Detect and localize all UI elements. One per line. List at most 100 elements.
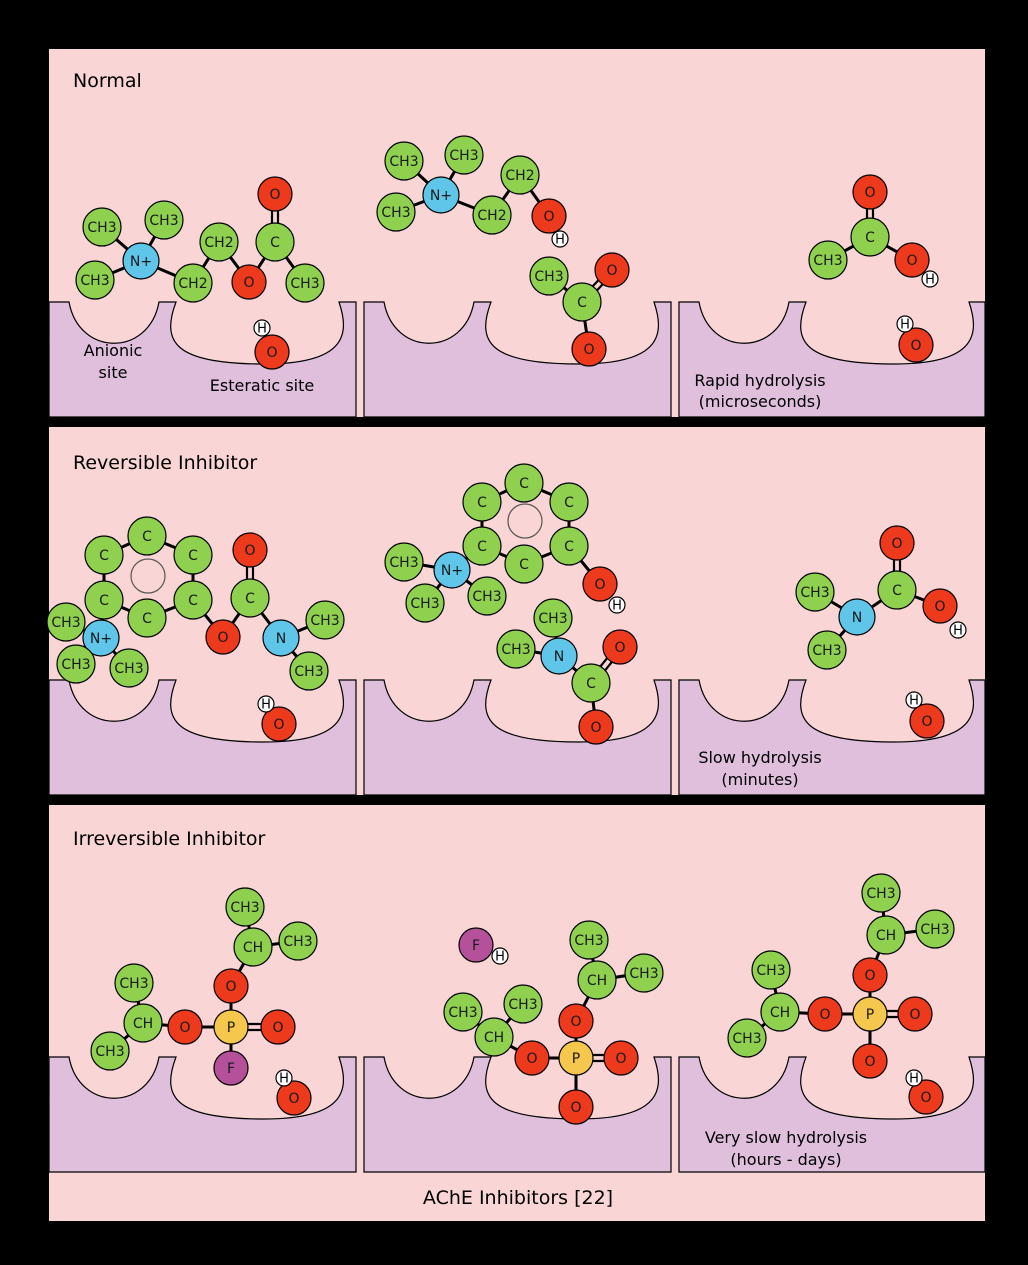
svg-text:H: H (925, 273, 935, 288)
enzyme-surface-3-1 (48, 1056, 357, 1173)
very-slow-hydrolysis-label-2: (hours - days) (730, 1150, 841, 1169)
ch-atom: CH (123, 1003, 163, 1043)
o-atom: O (852, 957, 888, 993)
o-atom: O (578, 709, 614, 745)
hydrogen-atom: H (491, 947, 509, 965)
enzyme-surface-1-3 (678, 301, 986, 418)
o-atom: O (260, 1009, 296, 1045)
svg-text:C: C (142, 611, 152, 627)
svg-text:CH: CH (770, 1005, 790, 1021)
svg-text:O: O (921, 714, 932, 730)
c-atom: C (504, 463, 544, 503)
svg-text:O: O (909, 1007, 920, 1023)
svg-text:N+: N+ (430, 188, 452, 204)
ch3-atom: CH3 (444, 135, 484, 175)
svg-text:O: O (244, 543, 255, 559)
svg-text:CH3: CH3 (283, 934, 312, 950)
enzyme-surfaces (48, 301, 986, 1173)
svg-text:CH3: CH3 (538, 611, 567, 627)
nitrogen-plus-atom: N+ (422, 176, 460, 214)
svg-text:CH3: CH3 (389, 555, 418, 571)
svg-text:F: F (227, 1061, 235, 1077)
ch3-atom: CH3 (405, 583, 445, 623)
ch2-atom: CH2 (199, 222, 239, 262)
svg-text:CH3: CH3 (800, 585, 829, 601)
svg-text:O: O (288, 1091, 299, 1107)
c-atom: C (549, 526, 589, 566)
o-atom: O (603, 1040, 639, 1076)
svg-text:O: O (266, 345, 277, 361)
svg-text:O: O (910, 338, 921, 354)
water-hydrogen: H (275, 1069, 293, 1087)
c-atom: C (562, 282, 602, 322)
svg-text:O: O (864, 185, 875, 201)
anionic-site-label-2: site (99, 363, 128, 382)
o-atom: O (531, 198, 567, 234)
o-atom: O (879, 525, 915, 561)
svg-text:CH2: CH2 (204, 235, 233, 251)
svg-text:N: N (554, 649, 564, 665)
svg-text:CH3: CH3 (310, 613, 339, 629)
svg-text:O: O (272, 1020, 283, 1036)
svg-text:CH: CH (243, 940, 263, 956)
svg-text:CH3: CH3 (920, 922, 949, 938)
panel-title-reversible: Reversible Inhibitor (73, 452, 257, 474)
svg-text:O: O (934, 599, 945, 615)
svg-text:O: O (273, 717, 284, 733)
ch3-atom: CH3 (285, 263, 325, 303)
ch3-atom: CH3 (569, 920, 609, 960)
svg-text:CH3: CH3 (119, 976, 148, 992)
ch3-atom: CH3 (808, 240, 848, 280)
svg-text:C: C (564, 495, 574, 511)
water-oxygen: O (261, 706, 297, 742)
enzyme-surface-1-2 (363, 301, 672, 418)
ch3-atom: CH3 (376, 192, 416, 232)
svg-text:N+: N+ (441, 563, 463, 579)
nitrogen-plus-atom: N+ (122, 242, 160, 280)
ch3-atom: CH3 (751, 950, 791, 990)
svg-text:O: O (225, 979, 236, 995)
svg-text:CH3: CH3 (381, 205, 410, 221)
svg-text:C: C (99, 593, 109, 609)
c-atom: C (850, 217, 890, 257)
aromatic-ring-circle (507, 503, 543, 539)
ch3-atom: CH3 (496, 629, 536, 669)
ch3-atom: CH3 (529, 256, 569, 296)
o-atom: O (602, 629, 638, 665)
svg-text:H: H (612, 599, 622, 614)
p-atom: P (213, 1009, 249, 1045)
water-hydrogen: H (905, 691, 923, 709)
water-hydrogen: H (253, 319, 271, 337)
svg-text:C: C (270, 235, 280, 251)
ch3-atom: CH3 (46, 602, 86, 642)
o-atom: O (852, 1043, 888, 1079)
svg-text:C: C (188, 548, 198, 564)
svg-text:P: P (866, 1007, 874, 1023)
svg-text:CH3: CH3 (61, 657, 90, 673)
hydrogen-atom: H (949, 621, 967, 639)
water-oxygen: O (254, 334, 290, 370)
water-oxygen: O (908, 1079, 944, 1115)
panel-title-normal: Normal (73, 70, 142, 92)
water-oxygen: O (898, 327, 934, 363)
anionic-site-label: Anionic (84, 341, 143, 360)
svg-text:CH3: CH3 (230, 900, 259, 916)
svg-text:H: H (261, 698, 271, 713)
ch2-atom: CH2 (500, 155, 540, 195)
c-atom: C (877, 570, 917, 610)
o-atom: O (807, 996, 843, 1032)
rapid-hydrolysis-label: Rapid hydrolysis (694, 371, 825, 390)
hydrogen-atom: H (921, 270, 939, 288)
c-atom: C (84, 580, 124, 620)
svg-text:O: O (614, 640, 625, 656)
o-atom: O (205, 619, 241, 655)
svg-text:O: O (920, 1090, 931, 1106)
o-atom: O (897, 996, 933, 1032)
svg-text:H: H (900, 318, 910, 333)
ch-atom: CH (474, 1017, 514, 1057)
svg-text:H: H (555, 233, 565, 248)
svg-text:CH3: CH3 (410, 596, 439, 612)
svg-text:N: N (852, 610, 862, 626)
